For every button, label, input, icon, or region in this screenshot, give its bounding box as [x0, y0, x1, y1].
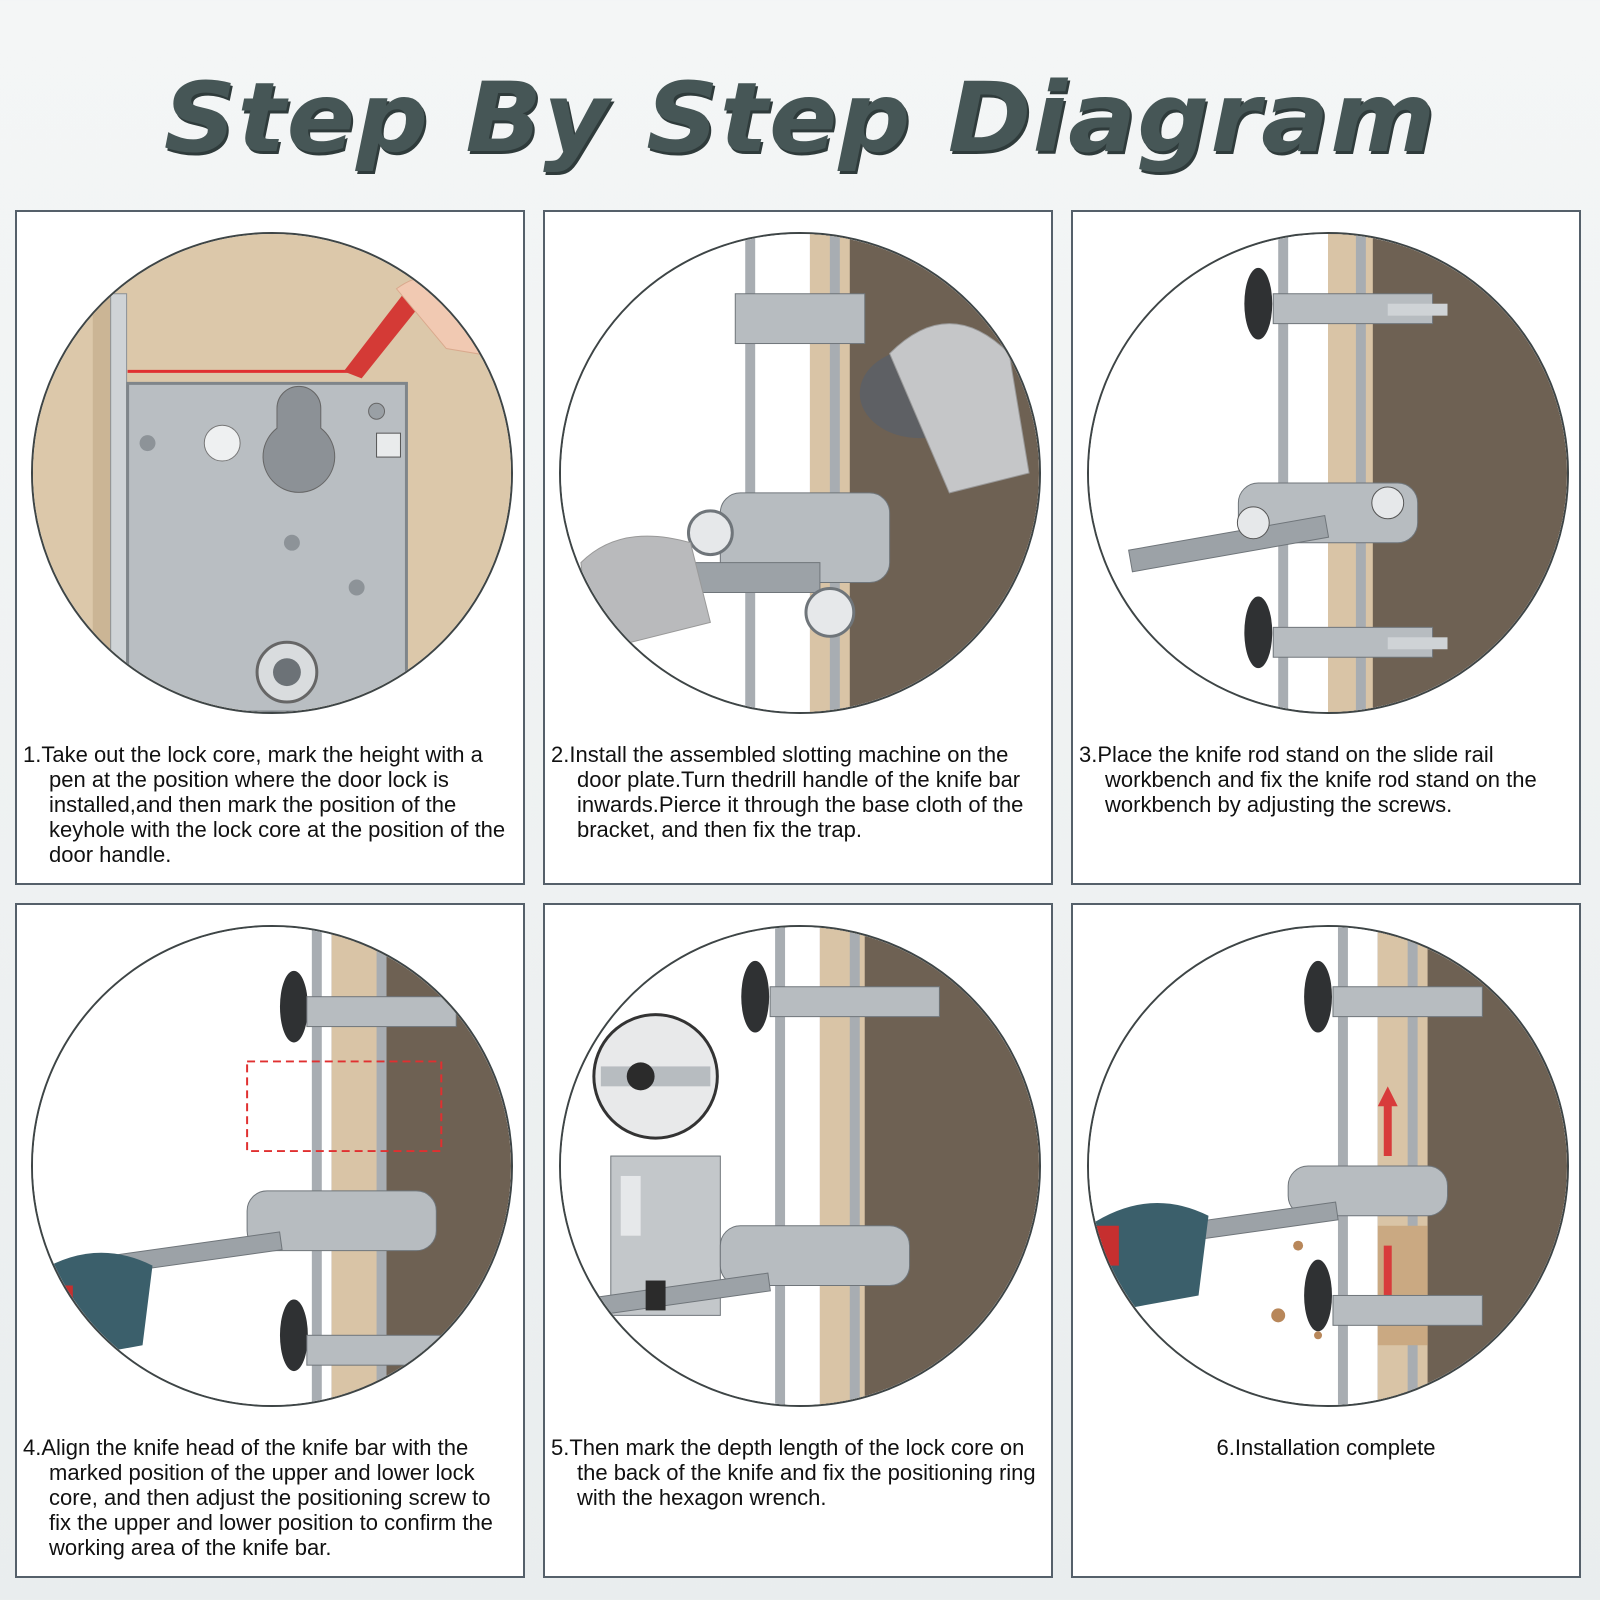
- step-5-illustration: [559, 925, 1041, 1407]
- step-2-text: Install the assembled slotting machine o…: [569, 742, 1024, 842]
- depth-mark-illustration: [561, 927, 1039, 1405]
- step-1-number: 1.: [23, 742, 42, 767]
- step-3-number: 3.: [1079, 742, 1098, 767]
- step-2-illustration: [559, 232, 1041, 714]
- step-panel-6: 6.Installation complete: [1071, 903, 1581, 1578]
- step-3-illustration: [1087, 232, 1569, 714]
- step-3-caption: 3.Place the knife rod stand on the slide…: [1079, 742, 1573, 817]
- slotting-machine-install-illustration: [561, 234, 1039, 712]
- step-3-text: Place the knife rod stand on the slide r…: [1097, 742, 1537, 817]
- step-4-number: 4.: [23, 1435, 42, 1460]
- step-1-caption: 1.Take out the lock core, mark the heigh…: [23, 742, 517, 867]
- step-panel-1: 1.Take out the lock core, mark the heigh…: [15, 210, 525, 885]
- step-1-illustration: [31, 232, 513, 714]
- knife-rod-stand-illustration: [1089, 234, 1567, 712]
- step-6-illustration: [1087, 925, 1569, 1407]
- step-6-caption: 6.Installation complete: [1079, 1435, 1573, 1460]
- step-2-caption: 2.Install the assembled slotting machine…: [551, 742, 1045, 842]
- step-6-text: Installation complete: [1234, 1435, 1436, 1460]
- step-panel-4: 4.Align the knife head of the knife bar …: [15, 903, 525, 1578]
- align-knife-head-illustration: [33, 927, 511, 1405]
- step-4-text: Align the knife head of the knife bar wi…: [41, 1435, 493, 1560]
- page-title: Step By Step Diagram: [163, 62, 1437, 174]
- step-panel-2: 2.Install the assembled slotting machine…: [543, 210, 1053, 885]
- step-4-caption: 4.Align the knife head of the knife bar …: [23, 1435, 517, 1560]
- step-2-number: 2.: [551, 742, 570, 767]
- step-5-caption: 5.Then mark the depth length of the lock…: [551, 1435, 1045, 1510]
- arrow-up-icon: [1377, 1086, 1398, 1157]
- slot-drilling-illustration: [1089, 927, 1567, 1405]
- step-panel-3: 3.Place the knife rod stand on the slide…: [1071, 210, 1581, 885]
- step-5-number: 5.: [551, 1435, 570, 1460]
- step-1-text: Take out the lock core, mark the height …: [41, 742, 506, 867]
- step-4-illustration: [31, 925, 513, 1407]
- step-6-number: 6.: [1216, 1435, 1235, 1460]
- step-panel-5: 5.Then mark the depth length of the lock…: [543, 903, 1053, 1578]
- step-5-text: Then mark the depth length of the lock c…: [569, 1435, 1036, 1510]
- lock-body-illustration: [33, 234, 511, 712]
